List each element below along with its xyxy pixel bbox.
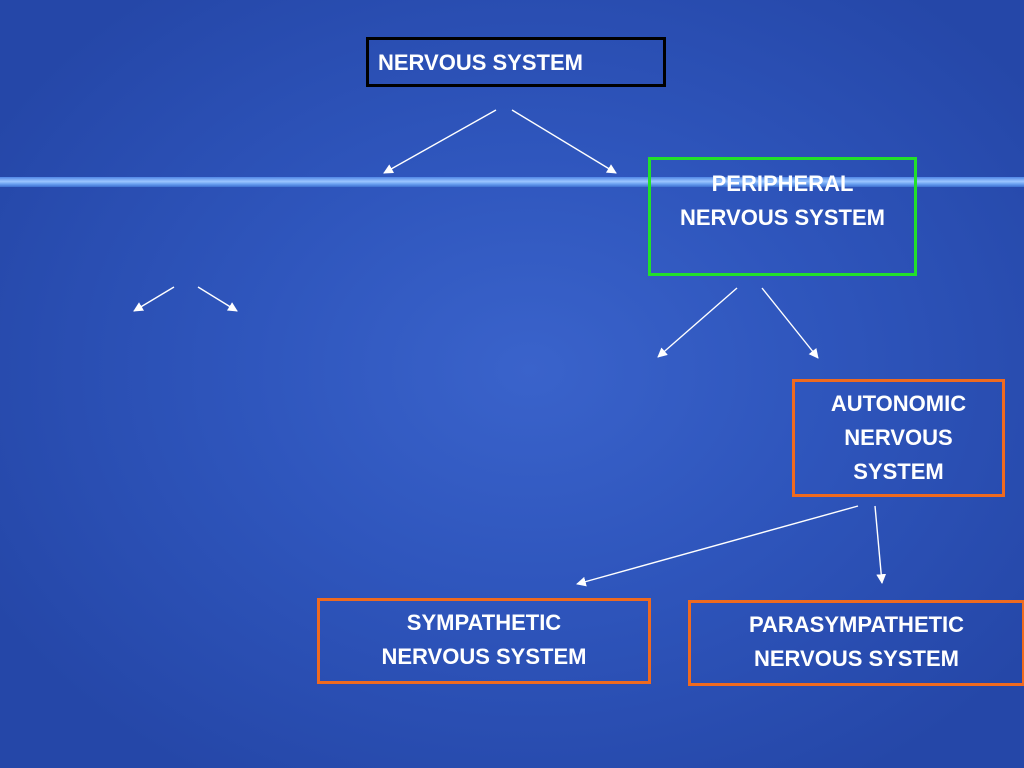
node-parasympathetic-line1: PARASYMPATHETIC	[748, 612, 965, 637]
node-peripheral-nervous-system: PERIPHERAL NERVOUS SYSTEM	[648, 157, 917, 276]
node-autonomic-nervous-system: AUTONOMIC NERVOUS SYSTEM	[792, 379, 1005, 497]
node-parasympathetic-nervous-system: PARASYMPATHETIC NERVOUS SYSTEM	[688, 600, 1024, 686]
arrow-autonomic-to-sympathetic	[576, 505, 859, 587]
node-sympathetic-line1: SYMPATHETIC	[406, 610, 562, 635]
node-parasympathetic-line2: NERVOUS SYSTEM	[754, 646, 959, 671]
node-sympathetic-line2: NERVOUS SYSTEM	[381, 644, 587, 669]
node-sympathetic-nervous-system: SYMPATHETIC NERVOUS SYSTEM	[317, 598, 651, 684]
arrow-nervous-to-peripheral	[511, 109, 617, 174]
arrow-left-branch-1	[133, 286, 175, 312]
node-nervous-system: NERVOUS SYSTEM	[366, 37, 666, 87]
horizontal-band	[0, 177, 1024, 187]
node-autonomic-line3: SYSTEM	[853, 459, 944, 484]
arrow-left-branch-2	[197, 286, 238, 312]
arrow-autonomic-to-parasympathetic	[874, 505, 887, 584]
node-peripheral-line2: NERVOUS SYSTEM	[680, 205, 885, 230]
node-autonomic-line1: AUTONOMIC	[830, 391, 967, 416]
node-peripheral-line1: PERIPHERAL	[711, 171, 854, 196]
arrow-nervous-to-central	[383, 109, 497, 174]
arrow-peripheral-to-somatic	[657, 287, 738, 358]
arrow-peripheral-to-autonomic	[761, 287, 819, 359]
node-nervous-system-label: NERVOUS SYSTEM	[378, 50, 583, 75]
node-autonomic-line2: NERVOUS	[844, 425, 953, 450]
